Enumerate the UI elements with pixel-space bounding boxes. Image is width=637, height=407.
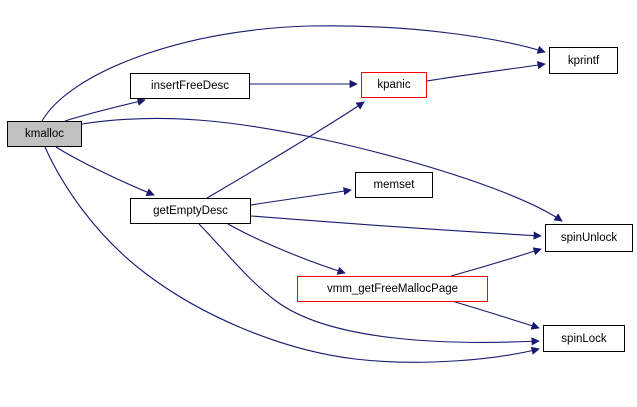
edge-getEmptyDesc-to-memset [250, 187, 352, 206]
node-vmm_getFreeMallocPage[interactable]: vmm_getFreeMallocPage [297, 276, 488, 302]
node-spinLock[interactable]: spinLock [543, 325, 625, 352]
node-insertFreeDesc[interactable]: insertFreeDesc [130, 73, 250, 99]
edge-kmalloc-to-spinLock [44, 146, 540, 363]
edge-kmalloc-to-kprintf [41, 25, 546, 122]
edge-getEmptyDesc-to-spinLock [198, 223, 540, 346]
node-getEmptyDesc[interactable]: getEmptyDesc [130, 198, 251, 224]
edge-kmalloc-to-insertFreeDesc [64, 97, 146, 122]
edge-kpanic-to-kprintf [426, 61, 546, 82]
edge-getEmptyDesc-to-spinUnlock [250, 215, 542, 240]
edge-getEmptyDesc-to-vmm_getFreeMallocPage [227, 223, 346, 275]
node-kmalloc[interactable]: kmalloc [7, 121, 82, 147]
node-memset[interactable]: memset [355, 172, 433, 198]
node-kprintf[interactable]: kprintf [549, 47, 618, 74]
edge-kmalloc-to-spinUnlock [81, 117, 563, 222]
edge-kmalloc-to-getEmptyDesc [55, 146, 155, 196]
edge-vmm_getFreeMallocPage-to-spinLock [451, 300, 540, 330]
edge-vmm_getFreeMallocPage-to-spinUnlock [450, 247, 542, 277]
edge-getEmptyDesc-to-kpanic [206, 101, 365, 199]
node-kpanic[interactable]: kpanic [361, 72, 427, 98]
node-spinUnlock[interactable]: spinUnlock [545, 224, 633, 252]
